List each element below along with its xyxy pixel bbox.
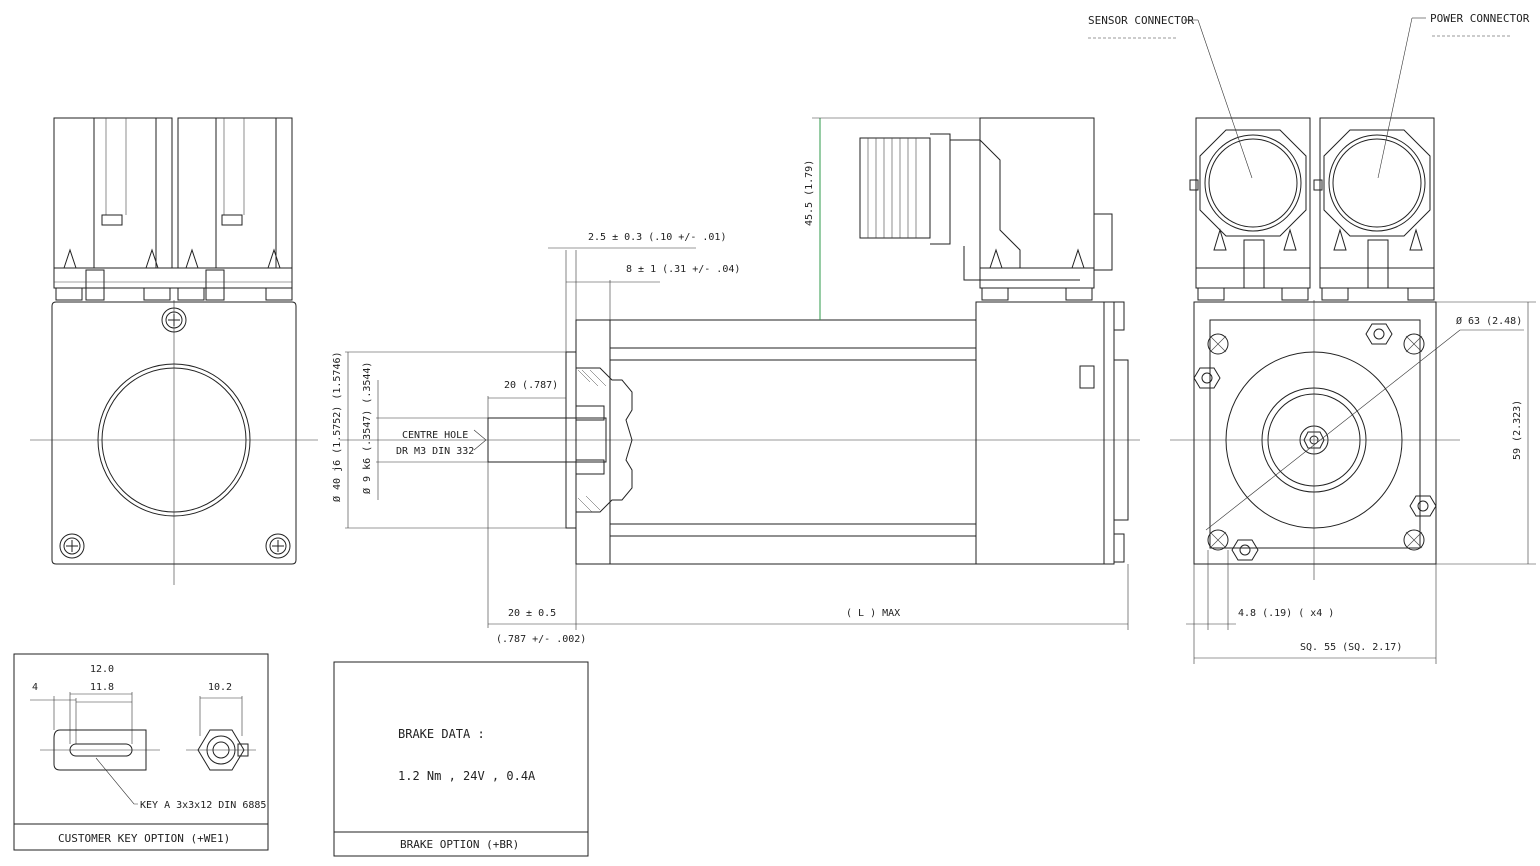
- side-view: [340, 117, 1140, 630]
- key-dim-10-2: 10.2: [208, 682, 232, 693]
- shaft-tolerance-inch-label: (.787 +/- .002): [496, 634, 586, 645]
- brake-data-heading: BRAKE DATA :: [398, 727, 485, 741]
- key-option-title: CUSTOMER KEY OPTION (+WE1): [58, 832, 230, 845]
- left-end-view: [30, 117, 318, 585]
- right-end-view: [1088, 17, 1536, 664]
- brake-option-box: [333, 661, 589, 857]
- diameter-63-label: Ø 63 (2.48): [1456, 315, 1522, 327]
- connector-thread: [867, 138, 917, 238]
- brake-option-title: BRAKE OPTION (+BR): [400, 838, 519, 851]
- height-59-label: 59 (2.323): [1512, 400, 1523, 460]
- key-dim-4: 4: [32, 682, 38, 693]
- centre-hole-label-1: CENTRE HOLE: [402, 430, 468, 441]
- hole-spec-label: 4.8 (.19) ( x4 ): [1238, 608, 1334, 619]
- sensor-connector-label: SENSOR CONNECTOR: [1088, 14, 1194, 27]
- shaft-length-label: 20 (.787): [504, 380, 558, 391]
- connector-height-label: 45.5 (1.79): [804, 160, 815, 226]
- power-connector-label: POWER CONNECTOR: [1430, 12, 1530, 25]
- length-max-label: ( L ) MAX: [846, 608, 900, 619]
- key-dim-11-8: 11.8: [90, 682, 114, 693]
- step-tolerance-label: 8 ± 1 (.31 +/- .04): [626, 264, 740, 275]
- shaft-diameter-label: Ø 9 k6 (.3547) (.3544): [361, 362, 373, 494]
- brake-data-values: 1.2 Nm , 24V , 0.4A: [398, 769, 536, 783]
- flange-tolerance-label: 2.5 ± 0.3 (.10 +/- .01): [588, 232, 726, 243]
- square-size-label: SQ. 55 (SQ. 2.17): [1300, 642, 1402, 653]
- key-dim-12: 12.0: [90, 664, 114, 675]
- centre-hole-label-2: DR M3 DIN 332: [396, 446, 474, 457]
- pilot-diameter-label: Ø 40 j6 (1.5752) (1.5746): [331, 351, 343, 502]
- key-note: KEY A 3x3x12 DIN 6885: [140, 800, 266, 811]
- shaft-tolerance-label: 20 ± 0.5: [508, 608, 556, 619]
- customer-key-option-box: [13, 653, 269, 851]
